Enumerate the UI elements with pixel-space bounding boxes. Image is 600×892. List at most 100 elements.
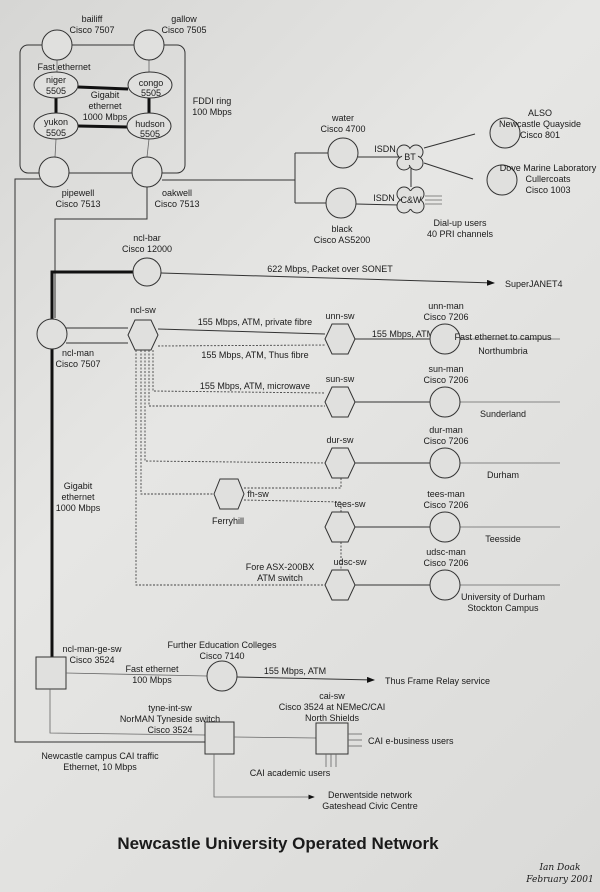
fast-ethernet-label: Fast ethernet (37, 62, 91, 72)
bailiff-model: Cisco 7507 (69, 25, 114, 35)
isdn-label-cw: ISDN (373, 193, 395, 203)
ncl-bar-label: ncl-bar (133, 233, 161, 243)
atm-label: 155 Mbps, ATM (372, 329, 434, 339)
tyne-int-sw-box (204, 721, 235, 755)
dialup-label: Dial-up users (433, 218, 487, 228)
lower-section: ncl-man-ge-sw Cisco 3524 Fast ethernet 1… (35, 640, 490, 811)
derwent-location: Gateshead Civic Centre (322, 801, 418, 811)
oakwell-label: oakwell (162, 188, 192, 198)
gallow-model: Cisco 7505 (161, 25, 206, 35)
ncl-man-label: ncl-man (62, 348, 94, 358)
fe-label: Fast ethernet (125, 664, 179, 674)
ncl-bar-model: Cisco 12000 (122, 244, 172, 254)
dove-router (486, 164, 518, 196)
ncl-man-ge-sw-box (35, 656, 67, 690)
unn-man-router (429, 323, 461, 355)
gallow-router (133, 29, 165, 61)
ge-sw-label: ncl-man-ge-sw (62, 644, 122, 654)
also-router (489, 117, 521, 149)
also-location: Newcastle Quayside (499, 119, 581, 129)
site-router-model: Cisco 7206 (423, 436, 468, 446)
yukon-switch (33, 112, 79, 140)
gigabit-label-2: ethernet (88, 101, 122, 111)
dove-model: Cisco 1003 (525, 185, 570, 195)
campus-cai-speed: Ethernet, 10 Mbps (63, 762, 137, 772)
site-router-model: Cisco 7206 (423, 558, 468, 568)
tyne-label: tyne-int-sw (148, 703, 192, 713)
gallow-label: gallow (171, 14, 197, 24)
bailiff-label: bailiff (82, 14, 103, 24)
site-router-label: tees-man (427, 489, 465, 499)
author-signature: Ian Doak (538, 863, 580, 873)
fe-speed: 100 Mbps (132, 675, 172, 685)
sun-man-router (429, 386, 461, 418)
pipewell-router (38, 156, 70, 188)
tyne-desc: NorMAN Tyneside switch (120, 714, 220, 724)
site-switch-label: dur-sw (326, 435, 354, 445)
unn-sw-hexagon (324, 323, 356, 355)
site-place-label: Northumbria (478, 346, 528, 356)
site-router-model: Cisco 7206 (423, 312, 468, 322)
fh-sw-hexagon (213, 478, 245, 510)
gigabit-trunk-label: Gigabit (64, 481, 93, 491)
cai-location: North Shields (305, 713, 360, 723)
site-place-label: Stockton Campus (467, 603, 539, 613)
site-extra-label: Fast ethernet to campus (454, 332, 552, 342)
ncl-sw-label: ncl-sw (130, 305, 156, 315)
udsc-sw-hexagon (324, 569, 356, 601)
site-router-label: dur-man (429, 425, 463, 435)
gigabit-trunk-speed: 1000 Mbps (56, 503, 101, 513)
congo-switch (127, 71, 173, 99)
dialup-channels: 40 PRI channels (427, 229, 494, 239)
also-label: ALSO (528, 108, 552, 118)
pipewell-label: pipewell (62, 188, 95, 198)
black-label: black (331, 224, 353, 234)
dove-label: Dove Marine Laboratory (500, 163, 597, 173)
bt-label: BT (404, 152, 416, 162)
cw-cloud-icon (396, 186, 425, 214)
isdn-section: BT C&W water Cisco 4700 black Cisco AS52… (162, 108, 597, 245)
thus-frame-label: Thus Frame Relay service (385, 676, 490, 686)
pipewell-model: Cisco 7513 (55, 199, 100, 209)
sonet-label: 622 Mbps, Packet over SONET (267, 264, 393, 274)
site-router-label: sun-man (428, 364, 463, 374)
fore-switch-type: ATM switch (257, 573, 303, 583)
fore-switch-label: Fore ASX-200BX (246, 562, 315, 572)
fddi-ring (19, 44, 186, 174)
private-fibre-label: 155 Mbps, ATM, private fibre (198, 317, 312, 327)
diagram-title: Newcastle University Operated Network (117, 834, 439, 853)
oakwell-router (131, 156, 163, 188)
dove-location: Cullercoats (525, 174, 571, 184)
also-model: Cisco 801 (520, 130, 560, 140)
site-router-label: unn-man (428, 301, 464, 311)
gigabit-trunk-label-2: ethernet (61, 492, 95, 502)
core-ring: bailiff Cisco 7507 gallow Cisco 7505 Fas… (19, 14, 232, 209)
water-model: Cisco 4700 (320, 124, 365, 134)
site-switch-label: udsc-sw (333, 557, 367, 567)
hudson-label: hudson (135, 119, 165, 129)
site-router-model: Cisco 7206 (423, 500, 468, 510)
niger-label: niger (46, 75, 66, 85)
black-model: Cisco AS5200 (314, 235, 371, 245)
ncl-sw-hexagon (127, 319, 159, 351)
site-switch-label: sun-sw (326, 374, 355, 384)
fec-label: Further Education Colleges (167, 640, 277, 650)
yukon-model: 5505 (46, 128, 66, 138)
niger-model: 5505 (46, 86, 66, 96)
cw-label: C&W (401, 195, 423, 205)
site-switch-label: tees-sw (334, 499, 366, 509)
niger-switch (33, 71, 79, 99)
fddi-label: FDDI ring (193, 96, 232, 106)
cai-label: cai-sw (319, 691, 345, 701)
ncl-bar-router (132, 257, 162, 287)
water-label: water (331, 113, 354, 123)
congo-model: 5505 (141, 88, 161, 98)
site-router-label: udsc-man (426, 547, 466, 557)
cai-model: Cisco 3524 at NEMeC/CAI (279, 702, 386, 712)
